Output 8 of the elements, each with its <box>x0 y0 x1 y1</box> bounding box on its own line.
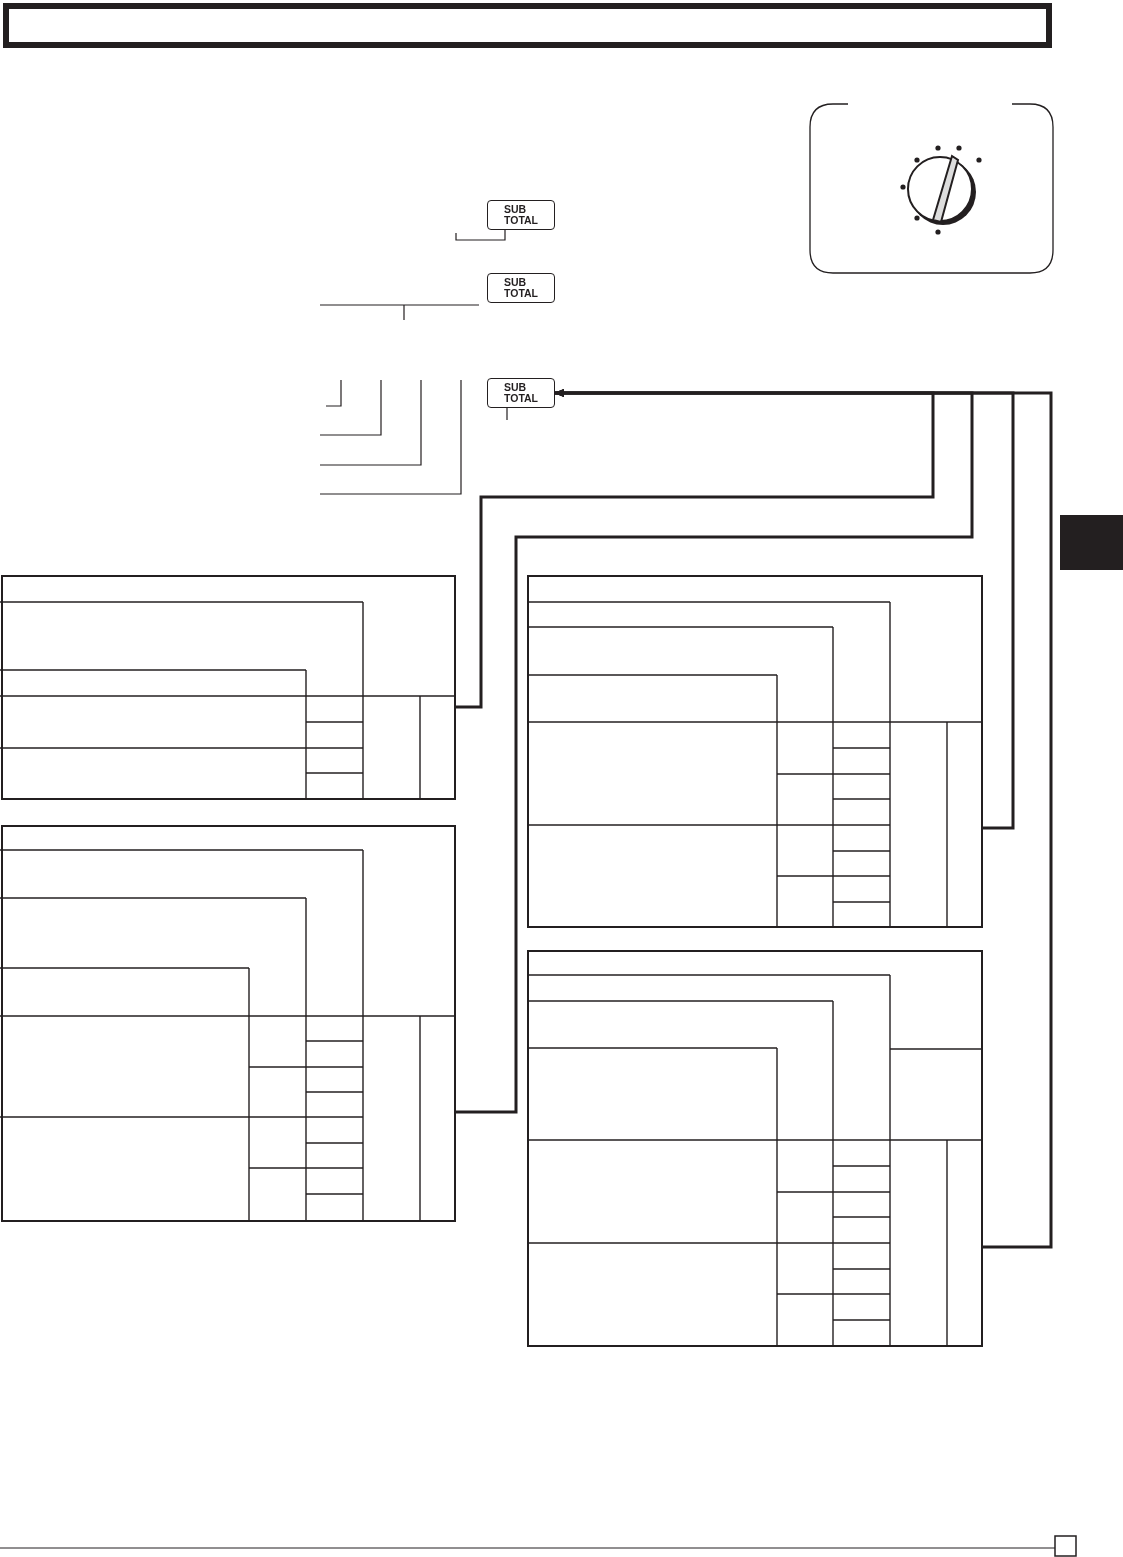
keyboard-key: SUB TOTAL <box>487 200 555 230</box>
table-grid <box>527 575 983 928</box>
table-grid <box>527 950 983 1347</box>
keyboard-key: SUB TOTAL <box>487 273 555 303</box>
table-grid <box>1 575 456 800</box>
table-grid <box>1 825 456 1222</box>
keyboard-key: SUB TOTAL <box>487 378 555 408</box>
arrow <box>554 389 1053 1249</box>
